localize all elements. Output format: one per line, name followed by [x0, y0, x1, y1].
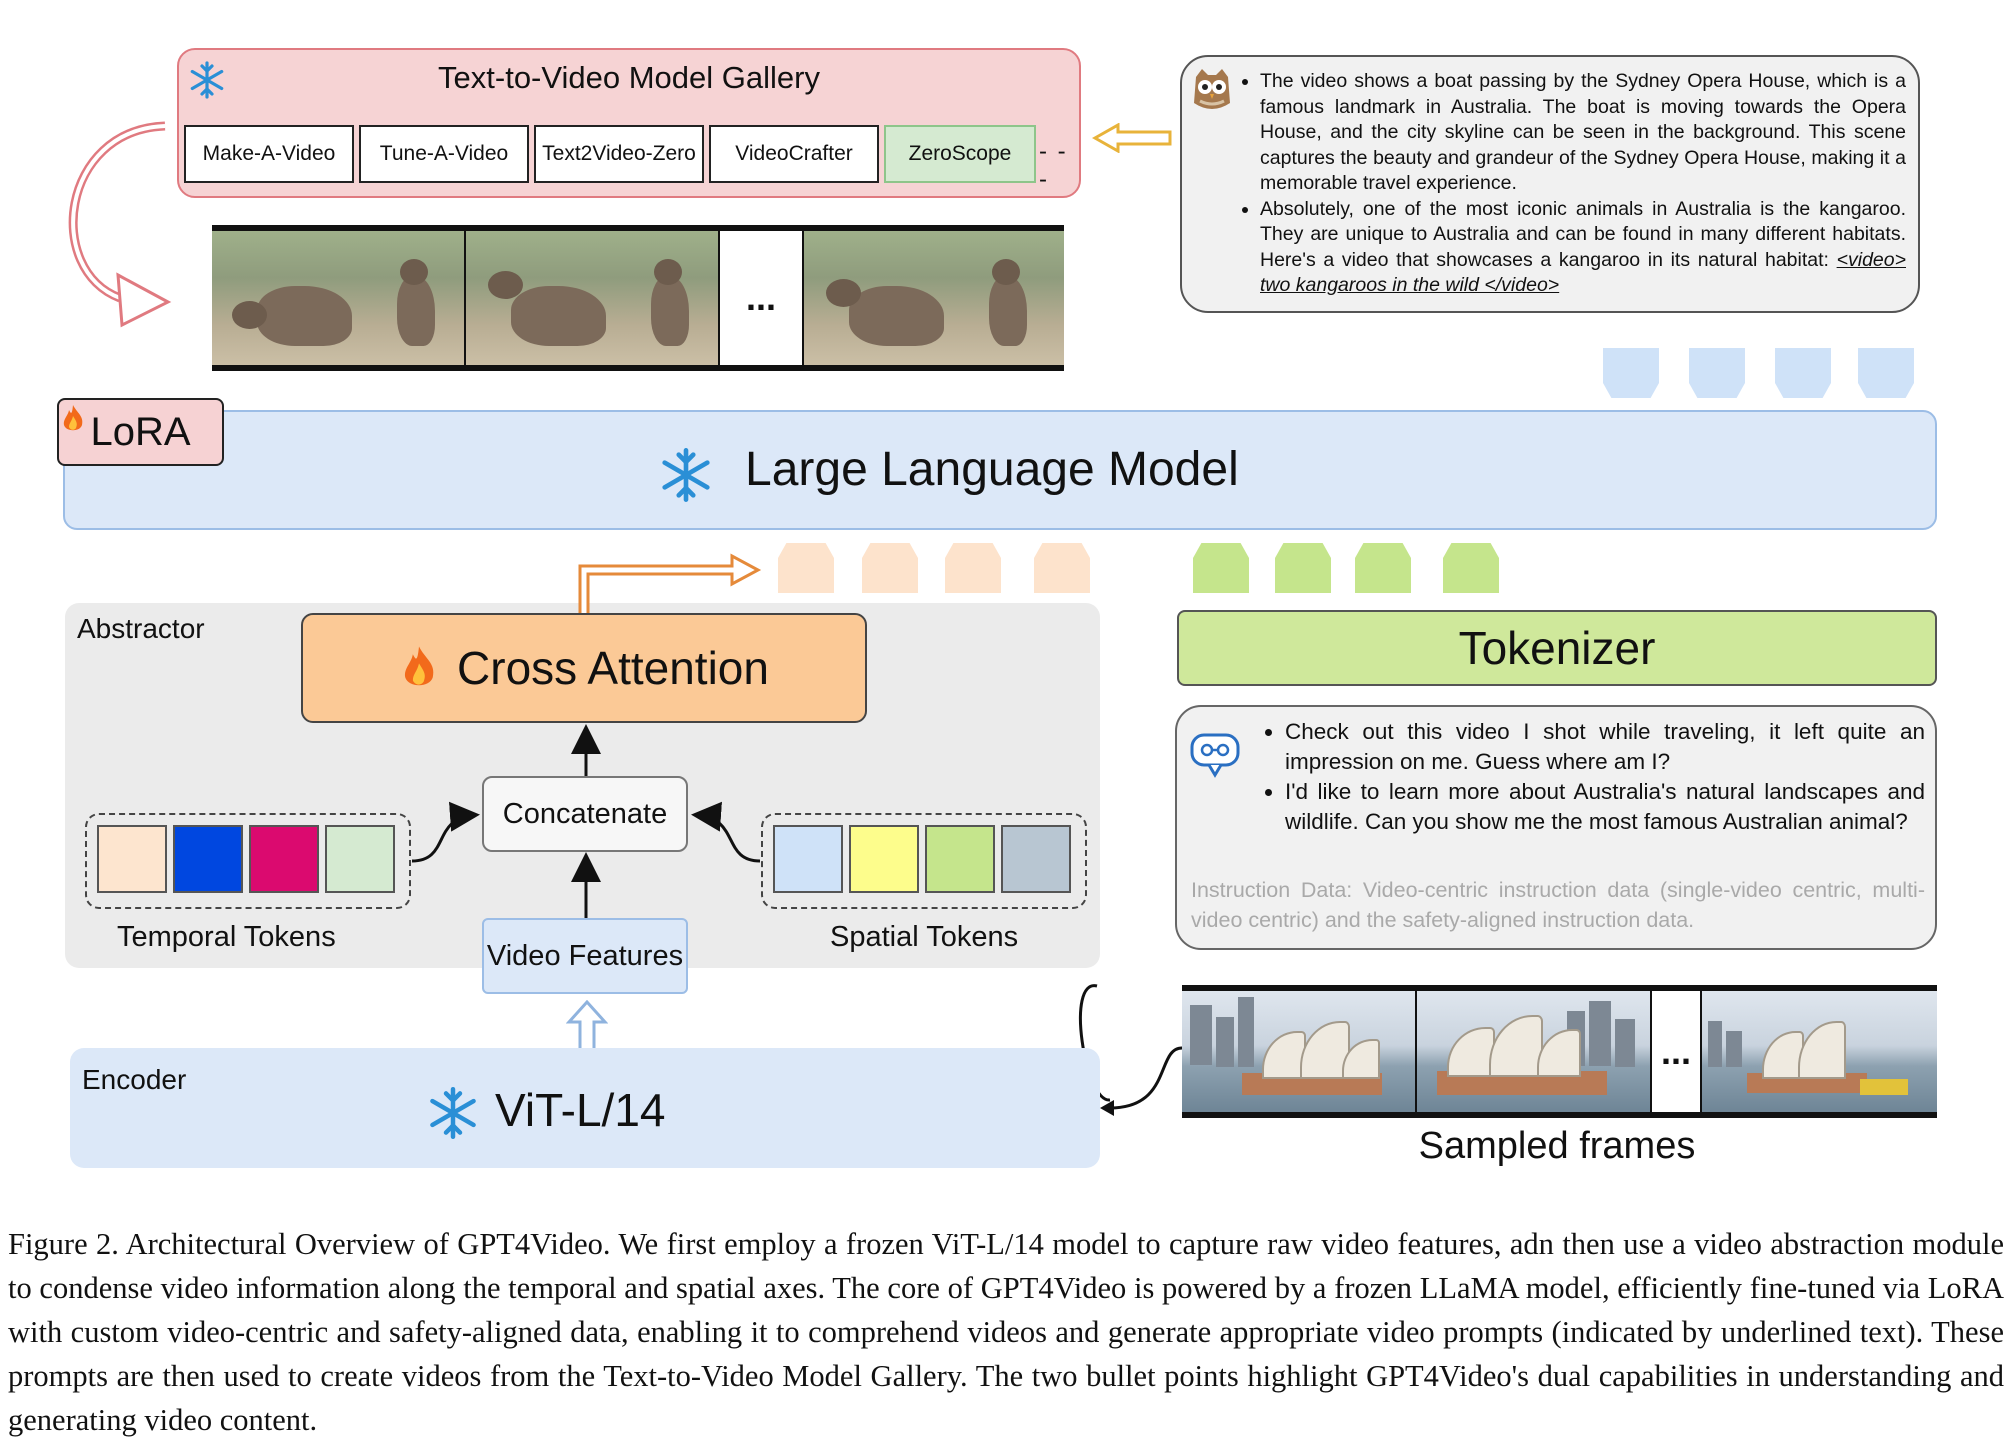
- instruction-bullet-1: Check out this video I shot while travel…: [1285, 717, 1925, 777]
- sampled-frame: [1182, 991, 1415, 1112]
- snowflake-icon: [190, 61, 224, 99]
- snowflake-icon: [662, 448, 710, 502]
- cross-attention-label: Cross Attention: [457, 642, 769, 694]
- frames-ellipsis: ...: [1652, 991, 1700, 1112]
- model-videocrafter: VideoCrafter: [709, 125, 879, 183]
- tokenizer: Tokenizer: [1177, 610, 1937, 686]
- frames-to-encoder-arrow: [1100, 1046, 1183, 1116]
- spatial-token: [849, 825, 919, 893]
- instruction-bullet-2: I'd like to learn more about Australia's…: [1285, 777, 1925, 837]
- instruction-data-note: Instruction Data: Video-centric instruct…: [1191, 878, 1925, 932]
- instruction-bubble: Check out this video I shot while travel…: [1175, 705, 1937, 950]
- large-language-model: Large Language Model: [63, 410, 1937, 530]
- abstractor-token: [778, 543, 834, 593]
- owl-icon: [1194, 69, 1230, 109]
- temporal-tokens: [85, 813, 411, 909]
- encoder: Encoder ViT-L/14: [70, 1048, 1100, 1168]
- sampled-frame: [1417, 991, 1650, 1112]
- model-make-a-video: Make-A-Video: [184, 125, 354, 183]
- spatial-tokens-label: Spatial Tokens: [830, 921, 1019, 953]
- model-tune-a-video: Tune-A-Video: [359, 125, 529, 183]
- lora-label: LoRA: [90, 409, 191, 454]
- sampled-frame: [1702, 991, 1937, 1112]
- model-text2video-zero: Text2Video-Zero: [534, 125, 704, 183]
- temporal-token: [325, 825, 395, 893]
- input-token: [1443, 543, 1499, 593]
- generated-frame: [804, 231, 1064, 365]
- concatenate: Concatenate: [482, 776, 688, 852]
- spatial-token: [925, 825, 995, 893]
- output-token: [1603, 348, 1659, 398]
- input-token: [1355, 543, 1411, 593]
- llm-label: Large Language Model: [745, 443, 1239, 496]
- generated-frame: [466, 231, 718, 365]
- temporal-token: [249, 825, 319, 893]
- snowflake-icon: [430, 1086, 476, 1140]
- spatial-tokens: [761, 813, 1087, 909]
- gallery-more: - - -: [1039, 138, 1068, 193]
- response-bubble: The video shows a boat passing by the Sy…: [1180, 55, 1920, 313]
- abstractor-label: Abstractor: [77, 613, 205, 644]
- prompt-to-gallery-arrow: [1092, 123, 1172, 153]
- abstractor-token: [862, 543, 918, 593]
- sampled-frames-strip: ...: [1182, 985, 1937, 1118]
- input-token: [1275, 543, 1331, 593]
- fire-icon: [63, 405, 83, 431]
- cross-attention: Cross Attention: [301, 613, 867, 723]
- abstractor-token: [1034, 543, 1090, 593]
- response-bullet-1: The video shows a boat passing by the Sy…: [1260, 69, 1906, 197]
- temporal-token: [97, 825, 167, 893]
- model-zeroscope: ZeroScope: [884, 125, 1036, 183]
- temporal-token: [173, 825, 243, 893]
- generated-frame: [212, 231, 464, 365]
- video-ellipsis: ...: [720, 231, 802, 365]
- gallery-to-video-arrow: [68, 121, 172, 328]
- sampled-frames-label: Sampled frames: [1418, 1125, 1696, 1167]
- response-bullet-2-text: Absolutely, one of the most iconic anima…: [1260, 197, 1906, 271]
- input-token: [1193, 543, 1249, 593]
- output-token: [1858, 348, 1914, 398]
- response-bullet-2: Absolutely, one of the most iconic anima…: [1260, 197, 1906, 299]
- temporal-tokens-label: Temporal Tokens: [117, 921, 336, 953]
- spatial-token: [773, 825, 843, 893]
- gallery-title: Text-to-Video Model Gallery: [438, 60, 820, 95]
- model-gallery: Text-to-Video Model Gallery Make-A-Video…: [177, 48, 1081, 198]
- user-chat-icon: [1190, 733, 1240, 778]
- vit-label: ViT-L/14: [495, 1084, 666, 1136]
- output-token: [1689, 348, 1745, 398]
- spatial-token: [1001, 825, 1071, 893]
- generated-video-strip: ...: [212, 225, 1064, 371]
- video-features: Video Features: [482, 918, 688, 994]
- fire-icon: [405, 646, 434, 686]
- video-prompt: <video> two kangaroos in the wild </vide…: [1260, 248, 1906, 297]
- output-token: [1775, 348, 1831, 398]
- figure-caption: Figure 2. Architectural Overview of GPT4…: [8, 1227, 2004, 1437]
- encoder-label: Encoder: [82, 1064, 187, 1095]
- lora-adapter: LoRA: [57, 398, 224, 466]
- cross-attention-output-arrow: [578, 553, 762, 618]
- abstractor-token: [945, 543, 1001, 593]
